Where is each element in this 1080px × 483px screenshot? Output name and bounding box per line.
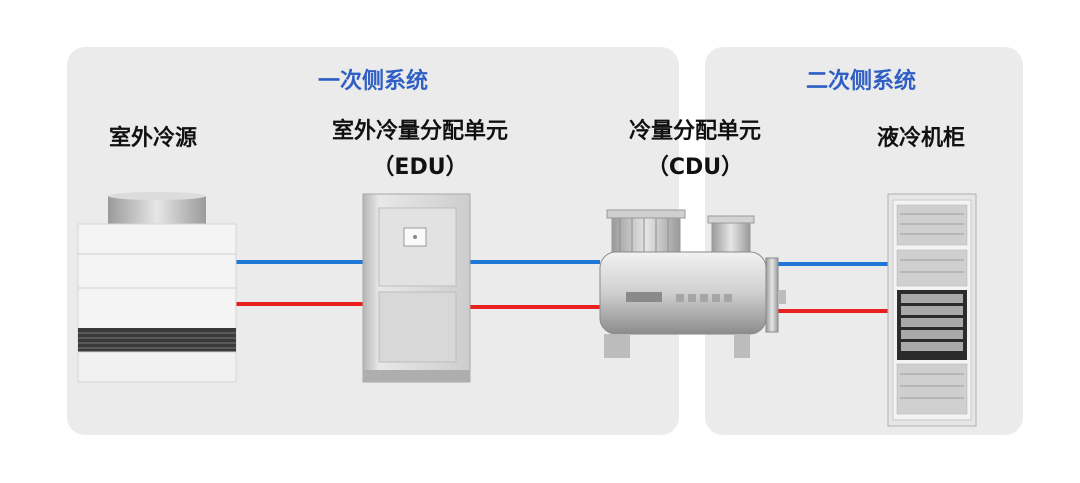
supply-pipes: [235, 260, 888, 266]
primary-system-title: 一次侧系统: [318, 69, 429, 94]
edu-sublabel: （EDU）: [372, 155, 468, 180]
edu-unit: [362, 193, 471, 383]
edu-label: 室外冷量分配单元: [331, 119, 508, 144]
outdoor-cold-source-label: 室外冷源: [108, 126, 197, 151]
outdoor-cold-source-unit: [77, 192, 237, 383]
secondary-system-title: 二次侧系统: [806, 69, 917, 94]
cdu-sublabel: （CDU）: [646, 155, 744, 180]
cdu-label: 冷量分配单元: [628, 119, 761, 144]
cdu-unit: [599, 209, 786, 358]
liquid-cooling-cabinet-label: 液冷机柜: [876, 126, 965, 151]
return-pipes: [235, 302, 888, 313]
liquid-cooling-cabinet-unit: [887, 193, 977, 427]
